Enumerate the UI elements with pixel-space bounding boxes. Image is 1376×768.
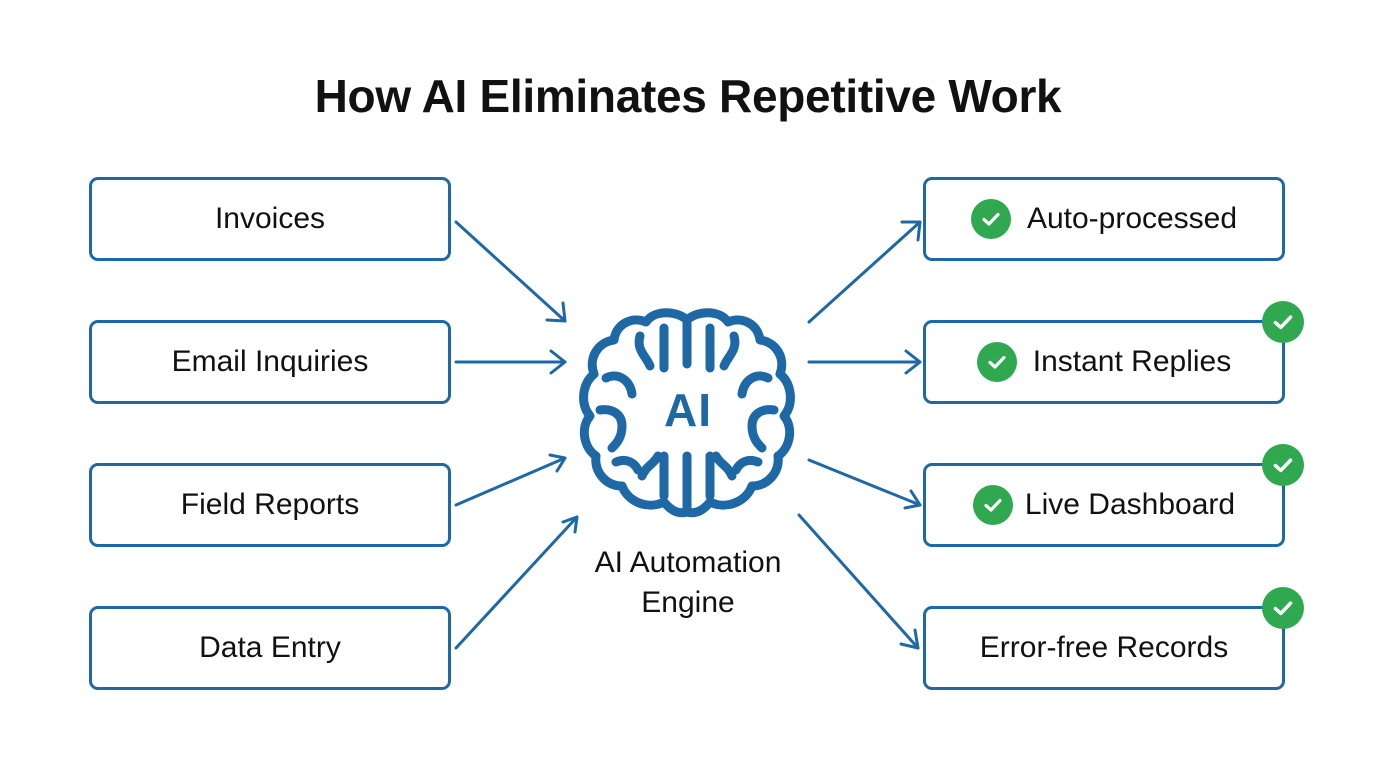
input-label: Email Inquiries xyxy=(171,345,369,378)
check-badge-icon xyxy=(1262,587,1304,629)
output-box-instant-replies: Instant Replies xyxy=(923,301,1304,404)
input-box-email-inquiries: Email Inquiries xyxy=(89,320,451,404)
output-label: Auto-processed xyxy=(1026,202,1238,235)
arrow-icon xyxy=(797,513,920,650)
input-label: Invoices xyxy=(214,202,326,235)
arrow-icon xyxy=(807,220,922,324)
input-box-data-entry: Data Entry xyxy=(89,606,451,690)
output-label: Error-free Records xyxy=(979,631,1229,664)
arrow-icon xyxy=(454,220,567,323)
arrow-icon xyxy=(454,453,567,507)
arrow-icon xyxy=(807,349,922,375)
engine-caption: AI Automation Engine xyxy=(594,546,782,619)
input-label: Field Reports xyxy=(180,488,360,521)
ai-center-label: AI xyxy=(664,384,712,436)
output-box-live-dashboard: Live Dashboard xyxy=(923,444,1304,547)
output-box-error-free-records: Error-free Records xyxy=(923,587,1304,690)
arrow-icon xyxy=(454,349,567,375)
input-label: Data Entry xyxy=(199,631,341,664)
page-title: How AI Eliminates Repetitive Work xyxy=(314,70,1062,122)
check-circle-icon xyxy=(976,342,1017,382)
output-box-auto-processed: Auto-processed xyxy=(923,177,1285,261)
check-circle-icon xyxy=(972,485,1013,525)
check-badge-icon xyxy=(1262,444,1304,486)
arrow-icon xyxy=(454,515,579,650)
input-box-field-reports: Field Reports xyxy=(89,463,451,547)
output-label: Live Dashboard xyxy=(1024,488,1236,521)
arrow-icon xyxy=(807,458,922,510)
input-box-invoices: Invoices xyxy=(89,177,451,261)
output-label: Instant Replies xyxy=(1032,345,1232,378)
brain-icon xyxy=(579,308,795,518)
check-circle-icon xyxy=(970,199,1011,239)
check-badge-icon xyxy=(1262,301,1304,343)
